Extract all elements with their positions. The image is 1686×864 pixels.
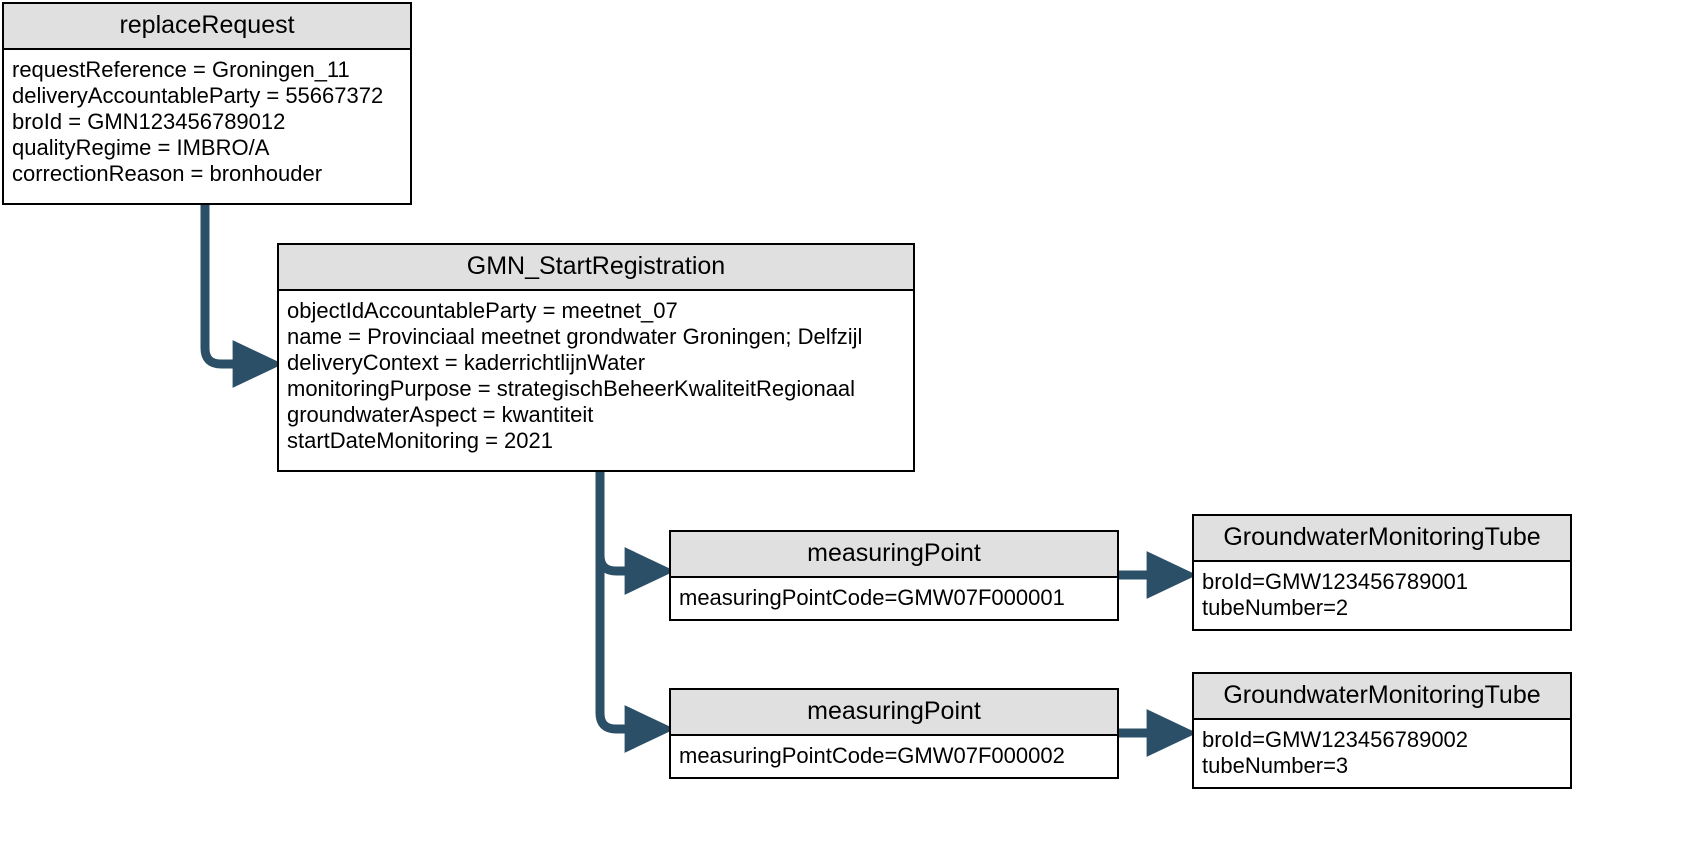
attribute-quality-regime: qualityRegime = IMBRO/A [12, 135, 270, 160]
node-groundwater-monitoring-tube-2-header: GroundwaterMonitoringTube [1194, 674, 1570, 720]
node-measuring-point-1-header: measuringPoint [671, 532, 1117, 578]
node-measuring-point-1[interactable]: measuringPoint measuringPointCode=GMW07F… [669, 530, 1119, 621]
attribute-measuring-point-code: measuringPointCode=GMW07F000002 [679, 743, 1065, 768]
attribute-tube-number: tubeNumber=3 [1202, 753, 1349, 778]
attribute-measuring-point-code: measuringPointCode=GMW07F000001 [679, 585, 1065, 610]
node-measuring-point-2[interactable]: measuringPoint measuringPointCode=GMW07F… [669, 688, 1119, 779]
attribute-groundwater-aspect: groundwaterAspect = kwantiteit [287, 402, 594, 427]
attribute-bro-id: broId=GMW123456789001 [1202, 569, 1469, 594]
node-replace-request[interactable]: replaceRequest requestReference = Gronin… [2, 2, 412, 205]
attribute-object-id-accountable-party: objectIdAccountableParty = meetnet_07 [287, 298, 678, 323]
attribute-delivery-context: deliveryContext = kaderrichtlijnWater [287, 350, 646, 375]
node-groundwater-monitoring-tube-1-body: broId=GMW123456789001 tubeNumber=2 [1194, 562, 1570, 629]
attribute-bro-id: broId=GMW123456789002 [1202, 727, 1469, 752]
attribute-correction-reason: correctionReason = bronhouder [12, 161, 323, 186]
node-gmn-start-registration-header: GMN_StartRegistration [279, 245, 913, 291]
node-replace-request-body: requestReference = Groningen_11 delivery… [4, 50, 410, 195]
edge-startregistration-to-measuringpoint1 [595, 472, 676, 595]
attribute-bro-id: broId = GMN123456789012 [12, 109, 286, 134]
edge-startregistration-to-measuringpoint2 [595, 472, 676, 753]
node-measuring-point-2-header: measuringPoint [671, 690, 1117, 736]
attribute-name: name = Provinciaal meetnet grondwater Gr… [287, 324, 863, 349]
node-measuring-point-2-body: measuringPointCode=GMW07F000002 [671, 736, 1117, 777]
attribute-request-reference: requestReference = Groningen_11 [12, 57, 350, 82]
node-groundwater-monitoring-tube-2-body: broId=GMW123456789002 tubeNumber=3 [1194, 720, 1570, 787]
node-measuring-point-1-body: measuringPointCode=GMW07F000001 [671, 578, 1117, 619]
node-groundwater-monitoring-tube-1-header: GroundwaterMonitoringTube [1194, 516, 1570, 562]
attribute-tube-number: tubeNumber=2 [1202, 595, 1349, 620]
node-gmn-start-registration-body: objectIdAccountableParty = meetnet_07 na… [279, 291, 913, 462]
attribute-monitoring-purpose: monitoringPurpose = strategischBeheerKwa… [287, 376, 856, 401]
node-replace-request-header: replaceRequest [4, 4, 410, 50]
attribute-start-date-monitoring: startDateMonitoring = 2021 [287, 428, 553, 453]
edge-replaceRequest-to-startregistration [200, 204, 284, 388]
node-gmn-start-registration[interactable]: GMN_StartRegistration objectIdAccountabl… [277, 243, 915, 472]
node-groundwater-monitoring-tube-1[interactable]: GroundwaterMonitoringTube broId=GMW12345… [1192, 514, 1572, 631]
node-groundwater-monitoring-tube-2[interactable]: GroundwaterMonitoringTube broId=GMW12345… [1192, 672, 1572, 789]
attribute-delivery-accountable-party: deliveryAccountableParty = 55667372 [12, 83, 384, 108]
